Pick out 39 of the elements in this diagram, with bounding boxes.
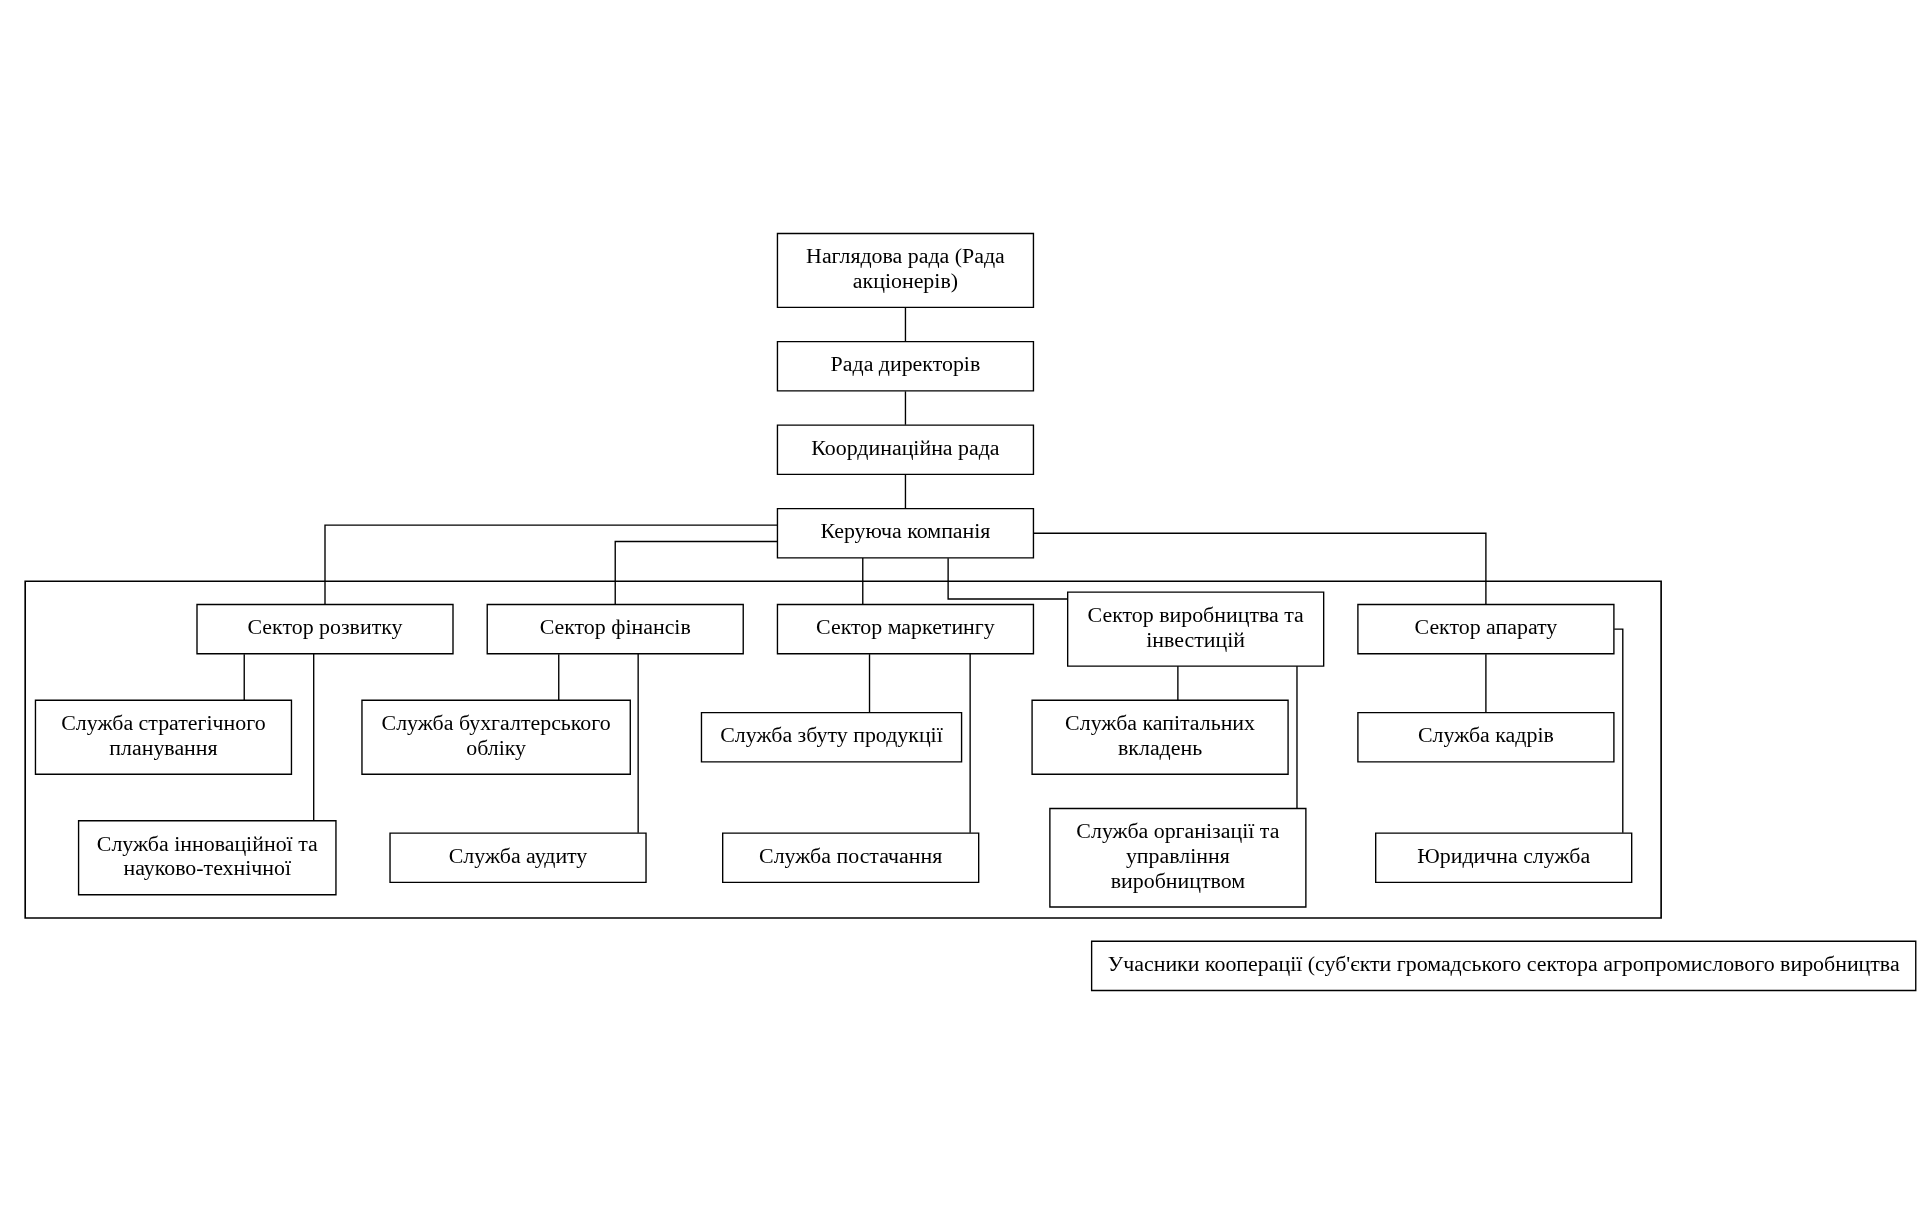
node-box: Служба аудиту bbox=[389, 832, 647, 884]
connector bbox=[969, 653, 971, 834]
connector bbox=[904, 307, 907, 343]
node-box: Учасники кооперації (суб'єкти громадського сектора агропромислового виробництва bbox=[1090, 940, 1917, 992]
node-box: Служба постачання bbox=[722, 832, 980, 884]
node-box: Служба бухгалтерського обліку bbox=[361, 699, 631, 775]
connector bbox=[614, 540, 778, 605]
node-box: Сектор розвитку bbox=[196, 603, 454, 655]
connector bbox=[904, 474, 907, 509]
node-box: Служба збуту продукції bbox=[700, 711, 963, 763]
connector bbox=[243, 653, 245, 701]
node-box: Юридична служба bbox=[1375, 832, 1633, 884]
cluster bbox=[24, 580, 1662, 919]
node-box: Керуюча компанія bbox=[776, 507, 1035, 559]
node-box: Наглядова рада (Рада акціонерів) bbox=[776, 232, 1035, 309]
connector bbox=[1485, 653, 1487, 713]
node-box: Сектор апарату bbox=[1357, 603, 1615, 655]
connector bbox=[1177, 665, 1179, 701]
node-box: Служба кадрів bbox=[1357, 711, 1615, 763]
connector bbox=[313, 653, 315, 822]
connector bbox=[868, 653, 871, 713]
node-box: Сектор фінансів bbox=[486, 603, 744, 655]
connector bbox=[1032, 532, 1487, 606]
node-box: Координаційна рада bbox=[776, 424, 1035, 476]
connector bbox=[862, 557, 864, 605]
node-box: Служба капітальних вкладень bbox=[1031, 699, 1289, 775]
connector bbox=[637, 653, 639, 834]
connector bbox=[1613, 628, 1624, 834]
node-box: Служба організації та управління виробництвом bbox=[1049, 807, 1307, 908]
connector bbox=[904, 390, 907, 426]
connector bbox=[324, 524, 779, 606]
node-box: Рада директорів bbox=[776, 340, 1035, 392]
node-box: Служба стратегічного планування bbox=[34, 699, 293, 775]
connector bbox=[558, 653, 560, 701]
node-box: Служба інноваційної та науково-технічної bbox=[77, 820, 337, 896]
connector bbox=[947, 557, 1069, 600]
node-box: Сектор маркетингу bbox=[776, 603, 1035, 655]
node-box: Сектор виробництва та інвестицій bbox=[1067, 591, 1325, 667]
connector bbox=[1296, 665, 1298, 809]
